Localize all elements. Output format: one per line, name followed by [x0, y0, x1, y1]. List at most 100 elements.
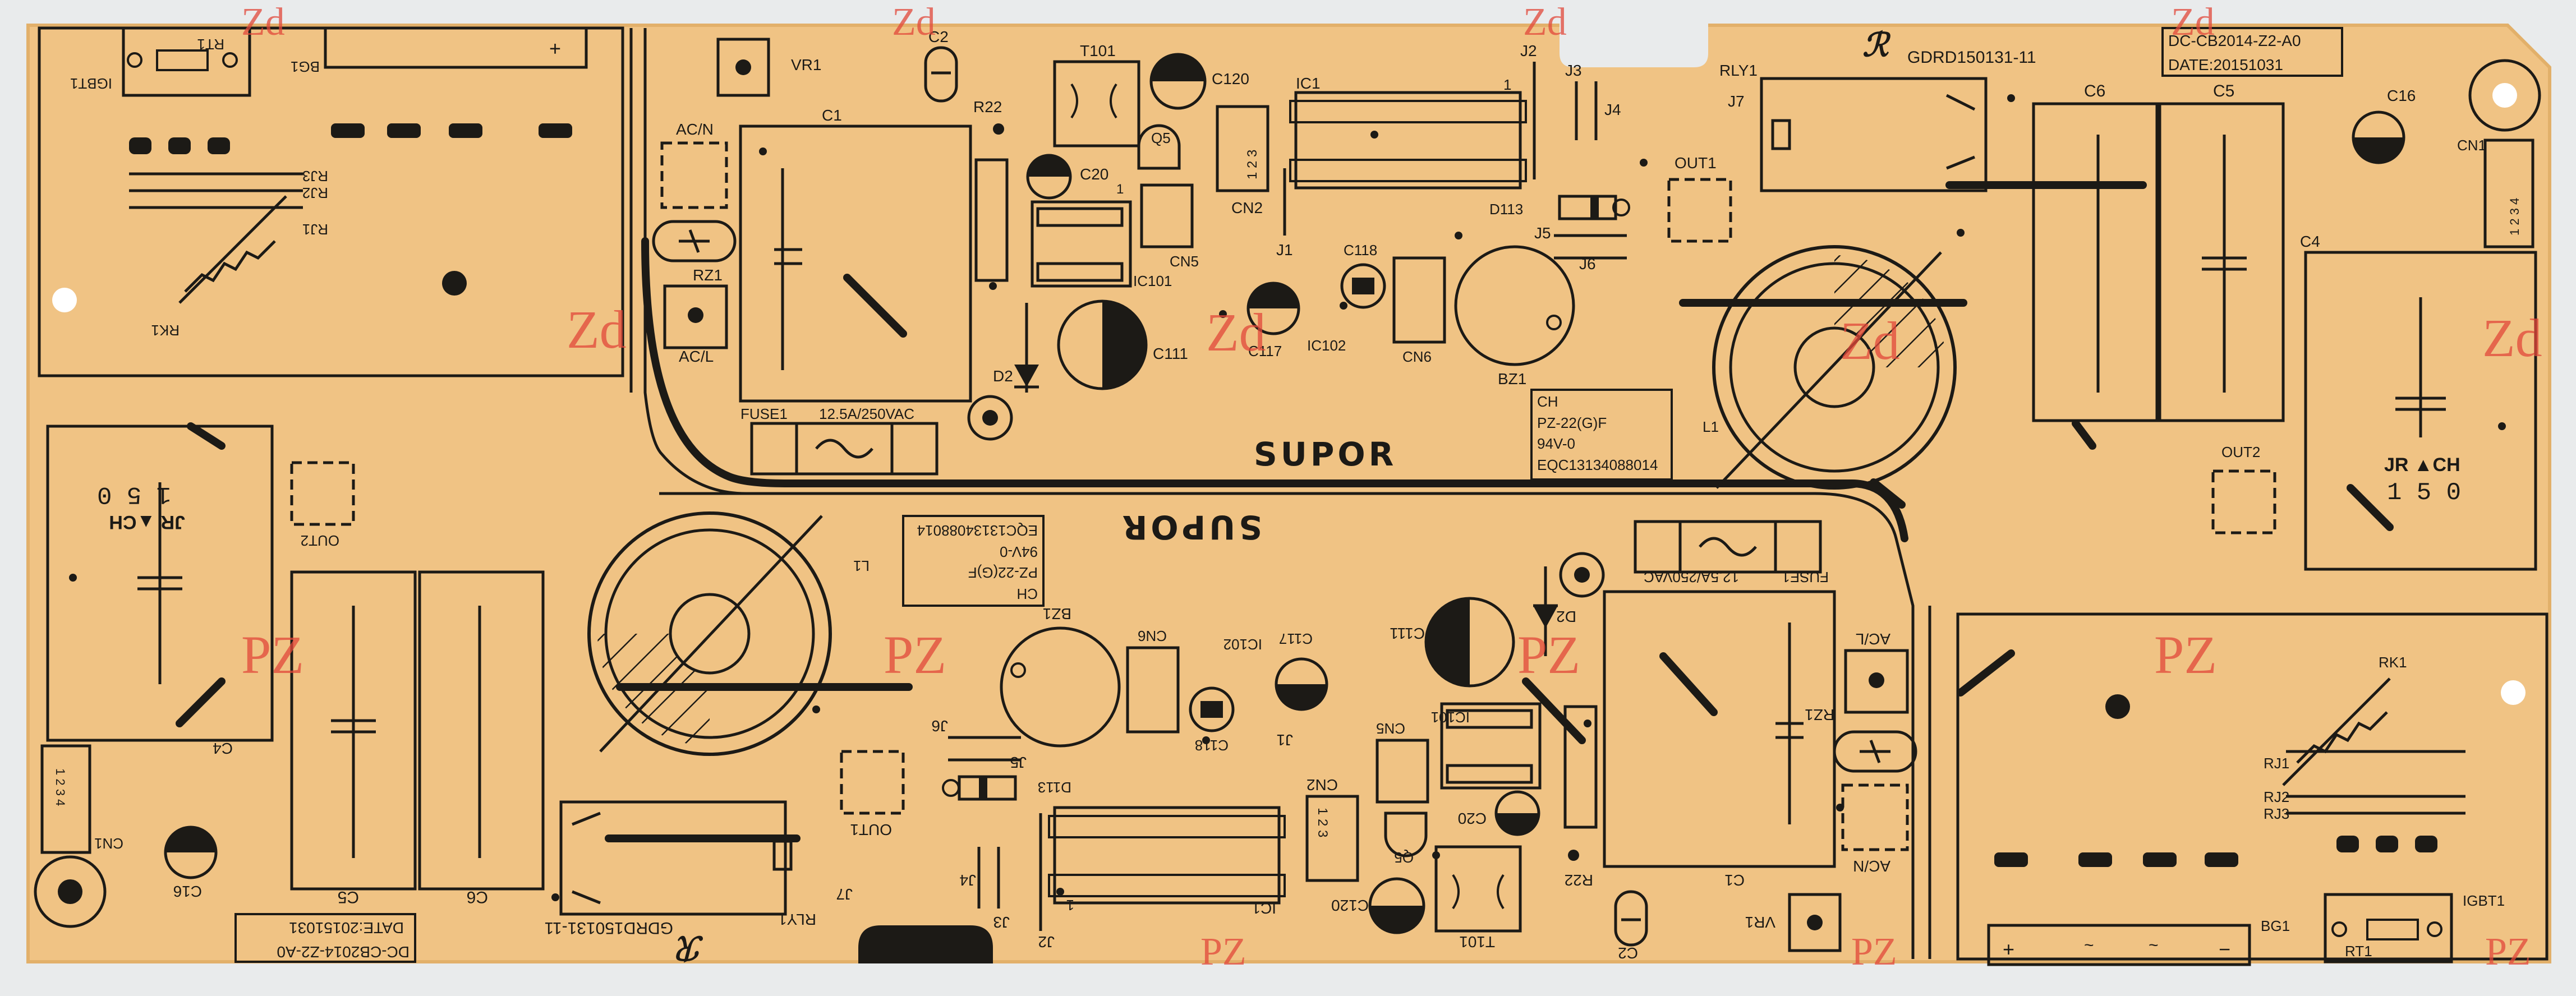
- svg-text:D113: D113: [1038, 779, 1071, 796]
- rohs-mark-bottom: ℛ: [675, 929, 704, 966]
- svg-text:1: 1: [1503, 76, 1511, 93]
- svg-text:C16: C16: [2387, 87, 2416, 104]
- svg-text:Zd: Zd: [1523, 1, 1567, 44]
- svg-text:CN1: CN1: [2457, 137, 2486, 154]
- svg-text:IGBT1: IGBT1: [2463, 892, 2505, 909]
- svg-text:PZ: PZ: [884, 625, 946, 685]
- svg-text:1 2 3: 1 2 3: [1315, 808, 1330, 837]
- code-box-bottom: DATE:20151031 DC-CB2014-Z2-A0: [234, 913, 416, 963]
- label-rz1: RZ1: [693, 266, 723, 284]
- svg-text:1 2 3 4: 1 2 3 4: [2508, 198, 2522, 236]
- ic101-pin1: 1: [1116, 182, 1124, 197]
- label-rj1-br: RJ1: [2264, 755, 2289, 772]
- label-rz1-bottom: RZ1: [1805, 706, 1834, 723]
- label-ic101-bottom: IC101: [1431, 709, 1470, 726]
- c117-bottom: C117: [1275, 630, 1328, 711]
- svg-text:RT1: RT1: [2345, 943, 2372, 960]
- label-j1-top: J1: [1276, 241, 1293, 259]
- c20-bottom: C20: [1458, 790, 1540, 836]
- c111-bottom: C111: [1390, 597, 1515, 688]
- c6: [2032, 102, 2159, 422]
- svg-text:OUT2: OUT2: [2221, 444, 2260, 460]
- rz1-top: [652, 220, 737, 262]
- vias: [69, 94, 2506, 901]
- label-j5-top: J5: [1534, 224, 1551, 242]
- svg-text:DC-CB2014-Z2-A0: DC-CB2014-Z2-A0: [277, 943, 410, 961]
- bg1-tl: + BG1: [291, 26, 588, 138]
- svg-text:C20: C20: [1080, 165, 1108, 183]
- c20-top: C20: [1026, 154, 1108, 200]
- svg-text:PZ: PZ: [1200, 930, 1246, 974]
- c2: C2: [924, 28, 958, 103]
- svg-text:OUT2: OUT2: [301, 532, 339, 549]
- l1-coil-top: L1: [1703, 245, 1957, 490]
- svg-text:AC/L: AC/L: [679, 348, 714, 365]
- acn-top: AC/N: [660, 121, 728, 209]
- d2-bottom: D2: [1533, 552, 1605, 656]
- svg-text:C118: C118: [1195, 737, 1229, 754]
- svg-text:+: +: [549, 38, 561, 61]
- svg-text:C111: C111: [1153, 345, 1188, 362]
- svg-text:PZ: PZ: [2154, 625, 2217, 685]
- c1-bottom: [1603, 590, 1836, 868]
- svg-text:IC1: IC1: [1252, 900, 1276, 917]
- acn-bottom: AC/N: [1841, 783, 1909, 875]
- jr-label-left: JR ▲CH: [109, 511, 185, 533]
- label-c1-bottom: C1: [1724, 872, 1745, 889]
- svg-text:Zd: Zd: [567, 299, 627, 359]
- label-rly1: RLY1: [1719, 62, 1758, 79]
- mount-hole-bl: [34, 855, 107, 928]
- label-rj3-tl: RJ3: [302, 168, 328, 185]
- brand-top: SUPOR: [1254, 435, 1397, 473]
- label-rk1-tl: RK1: [151, 322, 180, 339]
- svg-text:BZ1: BZ1: [1498, 370, 1526, 388]
- cn1-left: 1 2 3 4 CN1: [40, 744, 123, 854]
- svg-text:DATE:20151031: DATE:20151031: [289, 919, 404, 937]
- svg-text:D2: D2: [993, 367, 1013, 385]
- svg-text:OUT1: OUT1: [850, 821, 892, 838]
- svg-text:C120: C120: [1212, 70, 1249, 87]
- label-j3: J3: [1565, 62, 1582, 79]
- svg-text:R22: R22: [973, 98, 1002, 116]
- out1-top: OUT1: [1667, 154, 1732, 243]
- svg-text:Q5: Q5: [1151, 130, 1171, 146]
- out2-left: OUT2: [290, 461, 355, 549]
- bz1-bottom: BZ1: [1000, 605, 1121, 748]
- jumpers-top: [1533, 62, 1598, 179]
- brand-bottom: SUPOR: [1119, 508, 1262, 546]
- svg-text:OUT1: OUT1: [1675, 154, 1717, 172]
- svg-text:Zd: Zd: [2482, 308, 2542, 368]
- via-tl: [442, 271, 467, 296]
- hole-left: [52, 288, 77, 312]
- label-j2-bottom: J2: [1038, 933, 1055, 951]
- c16-top: C16: [2352, 87, 2416, 164]
- label-fuse1-top: FUSE1: [740, 405, 788, 422]
- label-c5-left: C5: [338, 888, 359, 906]
- svg-text:C117: C117: [1279, 630, 1313, 647]
- cn2-bottom: 1 2 3 CN2: [1305, 776, 1359, 882]
- svg-text:C2: C2: [1618, 944, 1638, 962]
- svg-text:IC1: IC1: [1296, 75, 1321, 92]
- ic101-bottom: [1440, 702, 1542, 790]
- svg-text:Zd: Zd: [2171, 1, 2215, 44]
- svg-text:PZ: PZ: [241, 625, 304, 685]
- label-c4-top: C4: [2300, 233, 2320, 250]
- bg1-br: + ~ ~ − BG1: [1987, 852, 2290, 966]
- ic101-top: [1031, 200, 1132, 288]
- ic1-bottom: IC1 1: [1048, 806, 1286, 917]
- svg-text:L1: L1: [853, 557, 870, 574]
- label-c4-left: C4: [213, 740, 233, 757]
- label-rk1-br: RK1: [2379, 654, 2407, 671]
- svg-text:L1: L1: [1703, 418, 1719, 435]
- stamps: Zd Zd Zd Zd Zd Zd Zd Zd PZ PZ PZ PZ PZ P…: [241, 1, 2542, 974]
- bz1-top: BZ1: [1454, 245, 1575, 388]
- cn1-top: CN1 1 2 3 4: [2457, 137, 2534, 248]
- acl-top: AC/L: [663, 284, 728, 365]
- jumpers-bottom: [977, 813, 1042, 931]
- svg-text:CH: CH: [1537, 393, 1558, 410]
- r22-bottom: R22: [1563, 705, 1598, 889]
- svg-text:Zd: Zd: [241, 1, 285, 44]
- c117-top: C117: [1246, 282, 1300, 359]
- svg-text:DC-CB2014-Z2-A0: DC-CB2014-Z2-A0: [2168, 32, 2301, 49]
